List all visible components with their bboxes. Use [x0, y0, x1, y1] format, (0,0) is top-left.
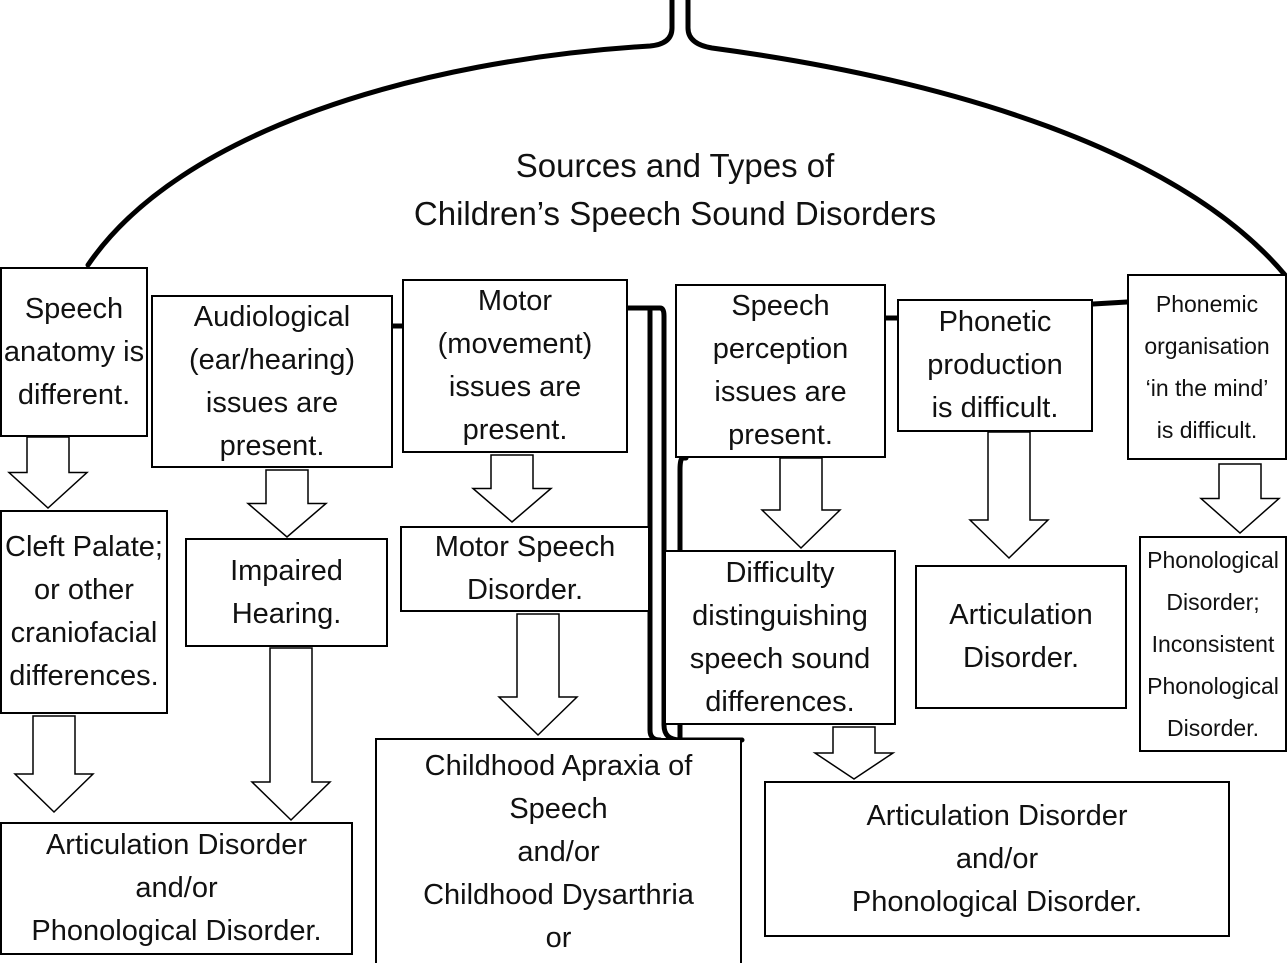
box-text-line: differences. — [705, 685, 855, 718]
down-arrow-icon — [7, 436, 89, 510]
box-text-line: issues are — [448, 371, 582, 403]
link-perception-down — [647, 305, 663, 743]
title-line: Sources and Types of — [515, 147, 835, 184]
source-perception: Speech perception issues are present. — [675, 284, 886, 458]
box-text-line: Disorder. — [1166, 715, 1260, 741]
box-text-line: ‘in the mind’ — [1145, 375, 1269, 401]
down-arrow-icon — [245, 469, 329, 538]
box-text-line: Speech — [731, 290, 830, 322]
box-text-line: distinguishing — [692, 599, 868, 632]
box-text-line: present. — [219, 429, 325, 462]
box-text-line: speech sound — [689, 642, 871, 675]
down-arrow-icon — [968, 431, 1050, 560]
source-phonemic: Phonemic organisation ‘in the mind’ is diff… — [1127, 274, 1287, 460]
down-arrow-icon — [470, 454, 554, 523]
diagram-title: Sources and Types of Children’s Speech S… — [340, 142, 1010, 238]
down-arrow-icon — [13, 715, 95, 814]
box-text-line: and/or — [955, 842, 1039, 875]
box-text-line: Difficulty — [725, 556, 835, 589]
source-audiological: Audiological (ear/hearing) issues are prese… — [151, 295, 393, 468]
box-text-line: Hearing. — [231, 597, 342, 630]
box-text-line: Disorder. — [962, 642, 1080, 674]
box-text-line: Phonological Disorder. — [31, 915, 322, 947]
box-text-line: Speech — [509, 793, 608, 825]
box-text-line: Audiological — [193, 300, 351, 333]
box-text-line: Phonological — [1147, 547, 1279, 573]
box-text-line: Impaired — [230, 554, 343, 587]
down-arrow-icon — [497, 613, 579, 737]
box-text-line: Childhood Apraxia of — [424, 750, 693, 782]
box-text-line: Phonological Disorder. — [851, 885, 1143, 918]
box-text-line: and/or — [517, 836, 600, 868]
box-text-line: Speech — [24, 292, 124, 325]
box-text-line: Childhood Dysarthria — [423, 879, 694, 911]
box-text-line: present. — [728, 419, 833, 451]
box-text-line: is difficult. — [1156, 417, 1258, 443]
down-arrow-icon — [250, 647, 332, 822]
box-text-line: anatomy is — [3, 335, 145, 368]
brace-right — [685, 0, 1287, 278]
box-text-line: production — [927, 349, 1063, 381]
box-text-line: Disorder. — [466, 574, 584, 606]
box-text-line: different. — [17, 378, 131, 411]
box-text-line: is difficult. — [931, 392, 1059, 424]
box-text-line: organisation — [1144, 333, 1270, 359]
title-line: Children’s Speech Sound Disorders — [413, 195, 937, 232]
type-cleft-palate: Cleft Palate; or other craniofacial differe… — [0, 510, 168, 714]
box-text-line: differences. — [9, 660, 159, 692]
box-text-line: Articulation Disorder — [45, 829, 308, 861]
type-difficulty-distinguishing: Difficulty distinguishing speech sound diff… — [664, 550, 896, 725]
link-perception-left — [677, 455, 689, 783]
box-text-line: (ear/hearing) — [188, 343, 356, 376]
box-text-line: issues are — [205, 386, 339, 419]
box-text-line: craniofacial — [10, 617, 158, 649]
down-arrow-icon — [812, 726, 896, 780]
source-anatomy: Speech anatomy is different. — [0, 267, 148, 437]
box-text-line: or other — [34, 574, 134, 606]
link-phonetic-phonemic — [1090, 299, 1130, 307]
box-text-line: Inconsistent — [1151, 631, 1275, 657]
box-text-line: perception — [712, 333, 849, 365]
box-text-line: Phonemic — [1155, 291, 1259, 317]
box-text-line: present. — [462, 414, 568, 446]
source-phonetic: Phonetic production is difficult. — [897, 299, 1093, 432]
down-arrow-icon — [760, 457, 842, 550]
box-text-line: Phonetic — [938, 306, 1052, 338]
box-text-line: issues are — [714, 376, 847, 408]
box-text-line: Cleft Palate; — [5, 531, 163, 563]
brace-left — [85, 0, 675, 268]
box-text-line: Disorder; — [1166, 589, 1260, 615]
box-text-line: Motor Speech — [434, 531, 616, 563]
box-text-line: Articulation Disorder — [866, 799, 1128, 832]
box-text-line: Articulation — [949, 599, 1093, 631]
box-text-line: Motor — [477, 285, 553, 317]
box-text-line: (movement) — [437, 328, 593, 360]
box-text-line: or — [545, 922, 572, 954]
down-arrow-icon — [1199, 463, 1281, 535]
box-text-line: Phonological — [1147, 673, 1279, 699]
source-motor: Motor (movement) issues are present. — [402, 279, 628, 453]
box-text-line: and/or — [135, 872, 218, 904]
